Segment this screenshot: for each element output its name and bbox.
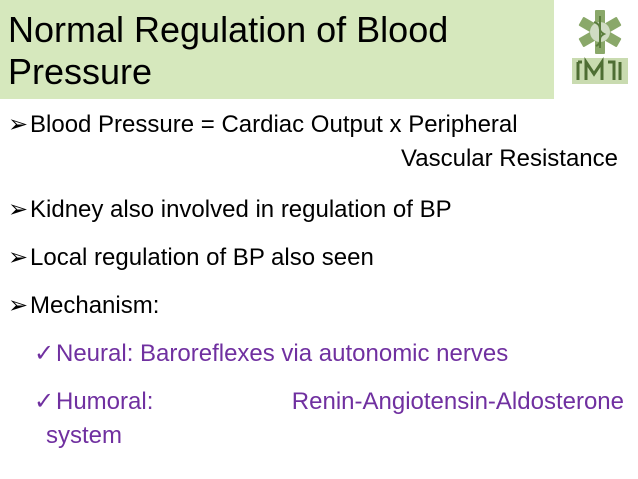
sub-bullet-humoral-cont: system — [46, 422, 123, 449]
check-bullet-icon: ✓ — [34, 340, 55, 367]
bullet-text: Kidney also involved in regulation of BP — [30, 196, 452, 223]
medical-emblem-logo-icon — [568, 6, 632, 88]
arrow-bullet-icon: ➢ — [8, 111, 29, 138]
sub-bullet-neural: ✓Neural: Baroreflexes via autonomic nerv… — [34, 339, 508, 369]
bullet-bp-formula-cont: Vascular Resistance — [401, 145, 618, 172]
sub-bullet-humoral: ✓Humoral: — [34, 387, 153, 417]
bullet-bp-formula: ➢Blood Pressure = Cardiac Output x Perip… — [8, 110, 518, 140]
sub-bullet-label: Humoral: — [56, 388, 154, 415]
bullet-mechanism: ➢Mechanism: — [8, 291, 159, 321]
bullet-kidney: ➢Kidney also involved in regulation of B… — [8, 195, 452, 225]
check-bullet-icon: ✓ — [34, 388, 55, 415]
arrow-bullet-icon: ➢ — [8, 196, 29, 223]
bullet-text: Blood Pressure = Cardiac Output x Periph… — [30, 111, 518, 138]
sub-bullet-text: Neural: Baroreflexes via autonomic nerve… — [56, 340, 509, 367]
bullet-local-regulation: ➢Local regulation of BP also seen — [8, 243, 374, 273]
slide-title: Normal Regulation of Blood Pressure — [8, 9, 449, 92]
title-bar: Normal Regulation of Blood Pressure — [0, 0, 554, 99]
sub-bullet-humoral-value: Renin-Angiotensin-Aldosterone — [291, 388, 624, 415]
bullet-text: Mechanism: — [30, 292, 160, 319]
bullet-text: Local regulation of BP also seen — [30, 244, 374, 271]
arrow-bullet-icon: ➢ — [8, 292, 29, 319]
arrow-bullet-icon: ➢ — [8, 244, 29, 271]
